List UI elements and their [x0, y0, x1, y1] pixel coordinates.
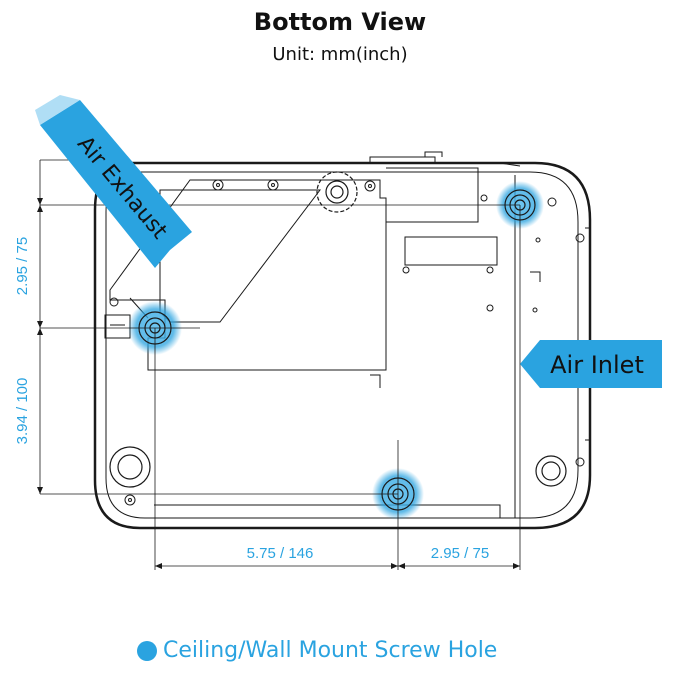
rubber-foot-left [109, 446, 151, 488]
legend-label: Ceiling/Wall Mount Screw Hole [163, 638, 498, 663]
mount-hole-legend-icon [137, 640, 157, 661]
dimension-left-upper: 2.95 / 75 [14, 237, 31, 295]
rubber-foot-right [535, 455, 567, 487]
legend: Ceiling/Wall Mount Screw Hole [137, 638, 497, 663]
dimension-left-lower: 3.94 / 100 [14, 378, 31, 445]
dimension-arrows [37, 198, 520, 569]
page-subtitle: Unit: mm(inch) [272, 44, 408, 65]
page-title: Bottom View [253, 8, 427, 36]
small-screws [109, 179, 585, 506]
dimension-bottom-right: 2.95 / 75 [431, 545, 489, 562]
dimension-bottom-left: 5.75 / 146 [247, 545, 314, 562]
air-inlet-label: Air Inlet [550, 351, 644, 379]
inner-panels [104, 167, 541, 518]
air-exhaust-callout: Air Exhaust [35, 95, 192, 268]
air-inlet-callout: Air Inlet [520, 340, 662, 388]
air-exhaust-label: Air Exhaust [72, 132, 172, 245]
adjustment-wheel [316, 171, 358, 213]
